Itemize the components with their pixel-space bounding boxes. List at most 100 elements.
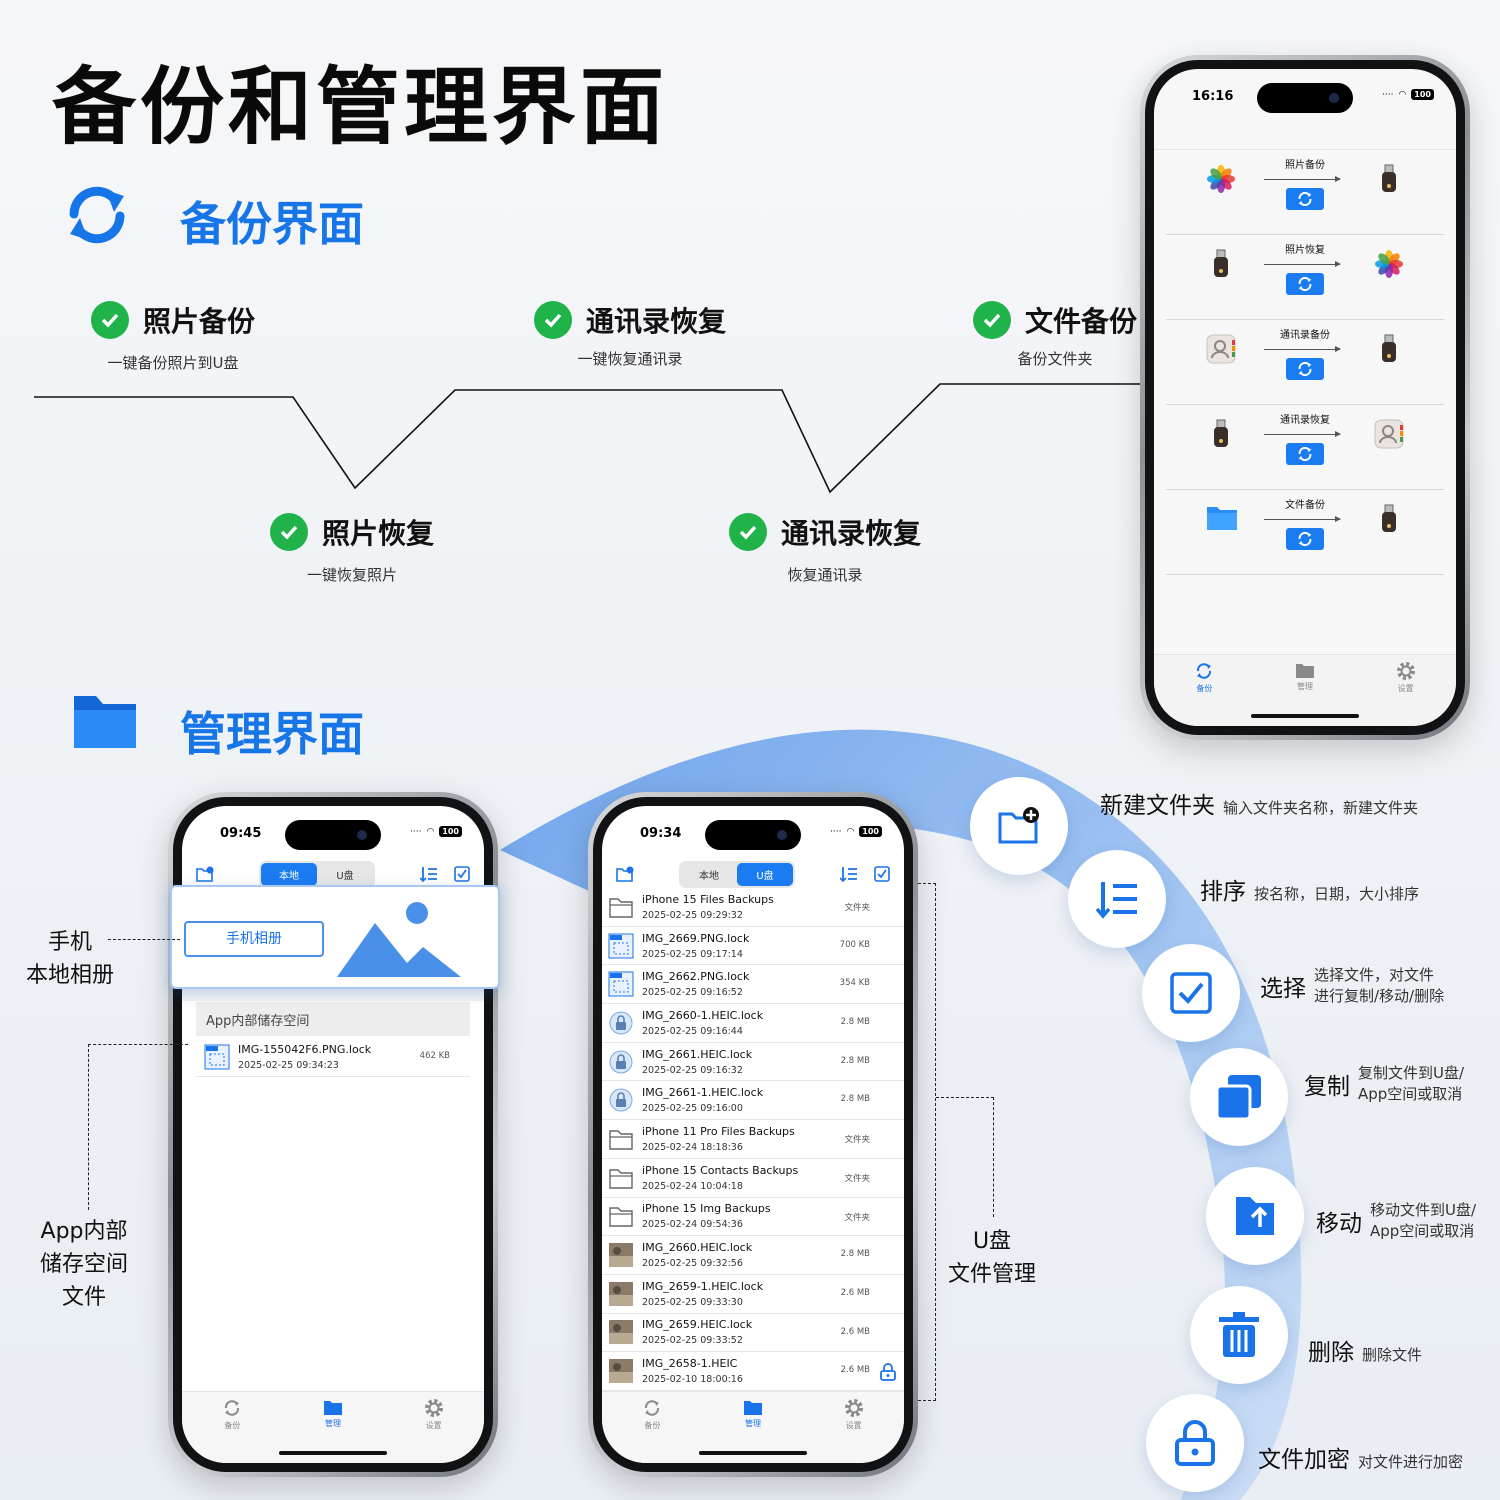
sort-icon[interactable] [420,866,438,882]
album-button[interactable]: 手机相册 [184,921,324,957]
dynamic-island [705,820,801,850]
folder-icon [1295,664,1314,678]
tab-manage[interactable]: 管理 [1295,661,1315,726]
feature-contacts-restore-2: 通讯录恢复 恢复通讯录 [695,512,955,585]
sync-icon [62,180,142,260]
checkbox-icon[interactable] [874,866,890,882]
usb-drive-icon [1374,164,1404,194]
backup-row-label: 文件备份 [1285,500,1325,511]
check-icon [533,301,572,339]
arrow-icon [1264,261,1341,267]
wifi-icon: ◠ [846,826,855,837]
new-folder-icon [998,807,1039,844]
trash-icon [1219,1312,1259,1357]
section-header: App内部储存空间 [196,1002,470,1036]
new-folder-icon[interactable] [196,866,214,882]
feature-photo-restore: 照片恢复 一键恢复照片 [237,512,467,585]
sync-button[interactable] [1286,188,1324,210]
sync-icon [645,1400,660,1416]
folder-icon [72,690,152,770]
new-folder-feature [970,777,1068,875]
seg-local[interactable]: 本地 [699,870,719,882]
seg-local[interactable]: 本地 [261,862,317,886]
checkbox-icon[interactable] [454,866,470,882]
sort-icon[interactable] [840,866,858,882]
sync-button[interactable] [1286,358,1324,380]
tab-settings[interactable]: 设置 [1396,661,1416,726]
check-icon [972,301,1011,339]
list-item[interactable]: IMG-155042F6.PNG.lock 2025-02-25 09:34:2… [196,1038,470,1077]
lock-icon[interactable] [878,1362,898,1386]
folder-icon [743,1401,762,1415]
folder-icon [608,1165,634,1191]
folder-icon [1206,504,1237,534]
page-title: 备份和管理界面 [52,58,669,156]
callout-phone-album: 手机 本地相册 [26,930,115,988]
tab-manage[interactable]: 管理 [743,1398,763,1463]
action-encrypt: 文件加密对文件进行加密 [1258,1447,1464,1473]
tab-settings[interactable]: 设置 [844,1398,864,1463]
tab-backup[interactable]: 备份 [222,1398,242,1463]
tab-manage[interactable]: 管理 [323,1398,343,1463]
sync-button[interactable] [1286,528,1324,550]
callout-usb-manage: U盘 文件管理 [948,1229,1037,1287]
backup-list: 照片备份照片恢复通讯录备份通讯录恢复文件备份 [1154,149,1456,575]
action-select: 选择选择文件，对文件 进行复制/移动/删除 [1260,966,1445,1005]
seg-usb[interactable]: U盘 [336,870,354,882]
backup-row: 照片恢复 [1166,235,1444,320]
sync-button[interactable] [1286,273,1324,295]
sync-button[interactable] [1286,443,1324,465]
select-feature [1142,944,1240,1042]
source-segmented-control[interactable]: 本地 U盘 [259,860,375,888]
backup-row: 通讯录备份 [1166,320,1444,405]
arrow-icon [1264,346,1341,352]
top-nav: 本地 U盘 [602,858,904,890]
arrow-icon [1264,431,1341,437]
backup-phone: 16:16 ···· ◠ 100 照片备份照片恢复通讯录备份通讯录恢复文件备份 … [1140,55,1470,740]
home-indicator [279,1451,387,1455]
action-sort: 排序按名称，日期，大小排序 [1200,879,1420,905]
tab-settings[interactable]: 设置 [424,1398,444,1463]
source-segmented-control[interactable]: 本地 U盘 [679,860,795,888]
new-folder-icon[interactable] [616,866,634,882]
usb-drive-icon [1374,334,1404,364]
status-icons: ···· ◠ 100 [830,826,882,837]
action-copy: 复制复制文件到U盘/ App空间或取消 [1304,1064,1465,1103]
backup-row-label: 照片备份 [1285,160,1325,171]
backup-row-label: 通讯录备份 [1280,330,1330,341]
battery-icon: 100 [439,826,462,837]
photos-icon [1374,249,1404,279]
sort-icon [1095,882,1137,919]
tab-backup[interactable]: 备份 [642,1398,662,1463]
usb-drive-icon [1206,419,1236,449]
battery-icon: 100 [1411,89,1434,100]
manage-section-title: 管理界面 [180,707,364,761]
contacts-icon [1374,419,1404,449]
status-icons: ···· ◠ 100 [1382,89,1434,100]
signal-icon: ···· [829,826,842,837]
action-move: 移动移动文件到U盘/ App空间或取消 [1316,1201,1477,1240]
leader-line [108,939,180,940]
checkbox-icon [1170,972,1212,1014]
photo-thumbnail-icon [608,1319,634,1345]
copy-feature [1190,1048,1288,1146]
seg-usb[interactable]: U盘 [737,862,793,886]
photo-thumbnail-icon [608,1281,634,1307]
backup-section-title: 备份界面 [180,197,364,251]
tab-backup[interactable]: 备份 [1194,661,1214,726]
sync-icon [1197,663,1212,679]
top-nav: 本地 U盘 [182,858,484,890]
